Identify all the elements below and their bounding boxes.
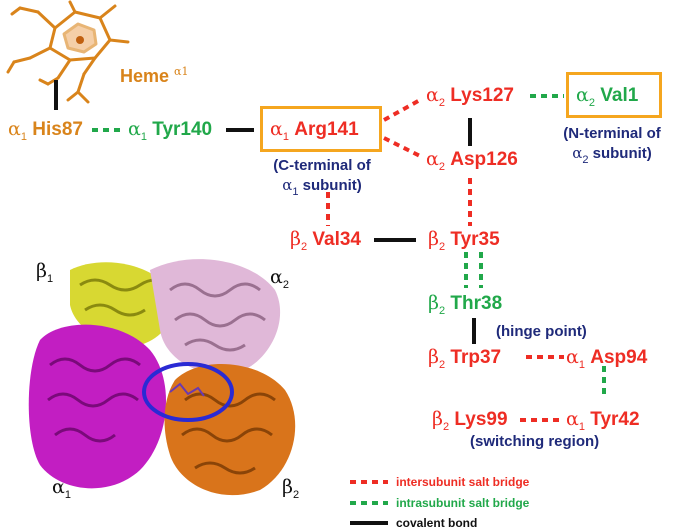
residue-a1-his87: α1 His87 <box>8 118 83 143</box>
heme-label: Heme α1 <box>120 65 189 86</box>
residue-a2-lys127: α2 Lys127 <box>426 84 514 109</box>
val1-highlight-box <box>566 72 662 118</box>
residue-b2-tyr35: β2 Tyr35 <box>428 228 500 253</box>
residue-b2-val34: β2 Val34 <box>290 228 361 253</box>
residue-a2-asp126: α2 Asp126 <box>426 148 518 173</box>
heme-molecule-icon <box>6 0 130 104</box>
hemoglobin-structure-icon <box>28 259 296 496</box>
residue-b2-trp37: β2 Trp37 <box>428 346 502 371</box>
n-terminal-note: (N-terminal of α2 subunit) <box>563 125 661 166</box>
residue-a1-asp94: α1 Asp94 <box>566 346 648 371</box>
hinge-point-note: (hinge point) <box>496 323 587 340</box>
arg141-highlight-box <box>260 106 382 152</box>
subunit-label-b2: β2 <box>282 476 300 501</box>
legend-covalent: covalent bond <box>396 516 478 530</box>
residue-a1-tyr140: α1 Tyr140 <box>128 118 213 143</box>
residue-b2-thr38: β2 Thr38 <box>428 292 503 317</box>
residue-a1-arg141: α1 Arg141 <box>270 118 359 143</box>
legend-intrasubunit: intrasubunit salt bridge <box>396 496 530 510</box>
iron-atom-icon <box>76 36 84 44</box>
c-terminal-note: (C-terminal of α1 subunit) <box>273 157 371 198</box>
residue-b2-lys99: β2 Lys99 <box>432 408 508 433</box>
subunit-label-a2: α2 <box>270 266 289 291</box>
subunit-label-a1: α1 <box>52 476 71 501</box>
legend-intersubunit: intersubunit salt bridge <box>396 475 530 489</box>
connectors <box>54 80 606 422</box>
residue-a1-tyr42: α1 Tyr42 <box>566 408 640 433</box>
legend-swatches <box>350 480 388 525</box>
subunit-label-b1: β1 <box>36 260 54 285</box>
residue-a2-val1: α2 Val1 <box>576 84 639 109</box>
switching-region-note: (switching region) <box>470 433 600 450</box>
